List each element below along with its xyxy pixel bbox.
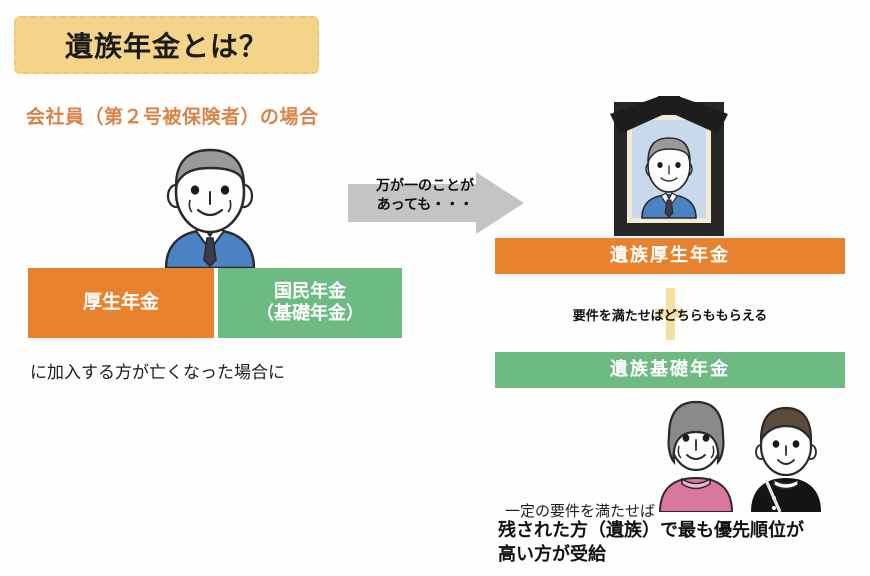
bar-kousei-label: 厚生年金 [82, 291, 159, 313]
bar-kokumin-label-line2: （基礎年金） [256, 303, 364, 323]
bar-kokumin-label: 国民年金 （基礎年金） [256, 281, 364, 324]
bar-kokumin-nenkin: 国民年金 （基礎年金） [218, 268, 402, 338]
arrow-label-line1: 万が一のことが [376, 177, 474, 193]
bottom-small-caption: 一定の要件を満たせば [505, 503, 656, 520]
both-eligible-note: 要件を満たせばどちらももらえる [572, 308, 768, 323]
arrow-label-line2: あっても・・・ [376, 195, 474, 212]
subtitle-label: 会社員（第２号被保険者）の場合 [26, 107, 319, 128]
left-caption: に加入する方が亡くなった場合に [30, 363, 285, 382]
bar-kousei-nenkin: 厚生年金 [28, 268, 214, 338]
bottom-bold-caption: 残された方（遺族）で最も優先順位が 高い方が受給 [498, 520, 804, 565]
bar-kokumin-label-line1: 国民年金 [274, 281, 346, 302]
plus-icon-horizontal [655, 309, 685, 318]
arrow-label: 万が一のことが あっても・・・ [365, 176, 485, 214]
title-box: 遺族年金とは？ [14, 16, 319, 74]
transition-arrow-icon [348, 172, 524, 234]
elderly-man-icon [152, 138, 268, 270]
bar-izoku-kousei-nenkin: 遺族厚生年金 [495, 238, 845, 274]
plus-icon [655, 288, 685, 340]
surviving-family-icon [648, 392, 838, 513]
bar-izoku-kiso-nenkin: 遺族基礎年金 [495, 352, 845, 388]
memorial-portrait-icon [598, 96, 740, 244]
bar-izoku-kiso-label: 遺族基礎年金 [610, 359, 730, 380]
bar-izoku-kousei-label: 遺族厚生年金 [610, 245, 730, 266]
page-title: 遺族年金とは？ [64, 31, 268, 62]
